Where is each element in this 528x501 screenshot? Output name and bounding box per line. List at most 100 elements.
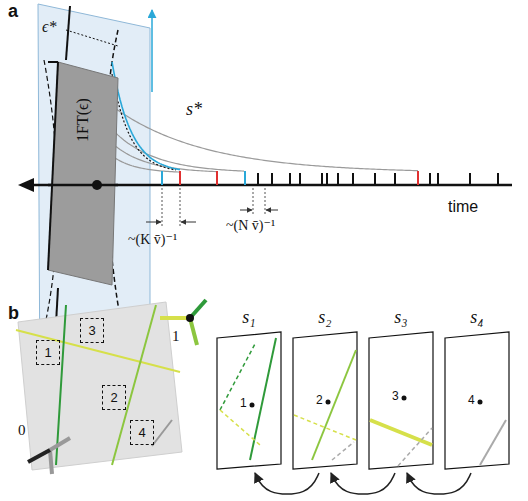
state-line — [332, 442, 354, 460]
transition-arrow — [331, 473, 395, 494]
spike-tick — [161, 171, 163, 185]
decay-curve — [98, 95, 418, 171]
state-label: s* — [186, 100, 202, 120]
spike-tick — [216, 171, 218, 185]
vector-one-arm — [160, 316, 190, 320]
indicator-shape — [48, 62, 118, 285]
spike-tick — [469, 173, 471, 185]
input-patch: 4 — [130, 420, 154, 445]
dotted-guide — [253, 188, 254, 214]
input-patch: 2 — [102, 385, 126, 410]
state-line — [398, 428, 432, 466]
panel-shape — [444, 310, 510, 470]
spike-tick — [429, 173, 431, 185]
vector-one-dot — [186, 314, 194, 322]
panel-letter: b — [8, 304, 19, 324]
grey-line — [152, 420, 172, 446]
panel-heading: s₁ — [242, 308, 255, 326]
state-panel: s₁1 — [216, 310, 282, 470]
state-panel: s₂ 2 — [292, 310, 358, 470]
present-dot — [92, 180, 102, 190]
point-number: 4 — [467, 394, 476, 406]
panel-letter: a — [8, 2, 18, 22]
axis-label: time — [448, 198, 478, 216]
state-line — [250, 338, 276, 460]
dotted-guide — [265, 188, 266, 214]
state-line — [312, 350, 356, 460]
dotted-guide — [180, 188, 181, 226]
indicator-box: 1FT(ϵ) — [48, 62, 118, 285]
panel-heading: s₃ — [394, 308, 407, 326]
time-axis — [48, 184, 118, 187]
spike-tick — [437, 173, 439, 185]
panel-outline — [293, 332, 357, 469]
spike-tick — [417, 171, 419, 185]
vector-label: 1⃗ — [172, 328, 191, 345]
vector-zero-arm — [50, 438, 70, 450]
spike-tick — [299, 173, 301, 185]
panel-heading: s₄ — [470, 308, 483, 326]
dimension-arrow — [240, 210, 252, 211]
panel-heading: s₂ — [318, 308, 331, 326]
state-line — [370, 420, 432, 445]
cyan-arrow — [151, 10, 153, 92]
state-point — [402, 396, 407, 401]
panel-shape — [368, 310, 434, 470]
spike-tick — [374, 173, 376, 185]
panel-outline — [369, 332, 433, 469]
decay-curve — [98, 112, 244, 171]
vector-zero-arm — [28, 450, 50, 462]
state-point — [326, 400, 331, 405]
plane-line — [66, 6, 70, 60]
threshold-label: ϵ* — [42, 18, 56, 36]
input-patch: 3 — [80, 318, 104, 343]
spike-tick — [257, 173, 259, 185]
indicator-fill — [48, 62, 118, 285]
panel-outline — [445, 332, 509, 469]
state-line — [294, 415, 356, 440]
panel-shape — [292, 310, 358, 470]
dimension-arrow — [146, 222, 161, 223]
state-panel: s₄ 4 — [444, 310, 510, 470]
spike-tick — [179, 171, 181, 185]
spike-tick — [326, 173, 328, 185]
spike-tick — [321, 173, 323, 185]
timescale-label: ~(K v̄)⁻¹ — [128, 232, 177, 247]
panel-shape — [216, 310, 282, 470]
input-patch: 1 — [36, 340, 60, 365]
state-line — [220, 342, 256, 410]
patch-number: 2 — [110, 391, 117, 404]
patch-number: 1 — [44, 346, 51, 359]
panel-outline — [217, 332, 281, 469]
spike-tick — [337, 173, 339, 185]
yellow-line — [16, 330, 180, 372]
decay-curve — [112, 62, 180, 170]
spike-tick — [289, 173, 291, 185]
patch-number: 4 — [138, 426, 145, 439]
vector-label: 0⃗ — [18, 422, 37, 439]
state-line — [480, 420, 506, 465]
spike-tick — [352, 173, 354, 185]
state-point — [250, 403, 255, 408]
decay-curve — [112, 74, 176, 170]
spike-tick — [244, 171, 246, 185]
epsilon-leader — [66, 30, 118, 46]
axis-arrowhead — [18, 178, 34, 192]
dimension-arrow — [266, 210, 278, 211]
point-number: 2 — [315, 394, 324, 406]
point-number: 3 — [391, 390, 400, 402]
indicator-label: 1FT(ϵ) — [74, 98, 92, 142]
spike-tick — [497, 173, 499, 185]
transition-arrow — [407, 473, 471, 494]
indicator-edge — [48, 62, 58, 270]
spike-tick — [271, 173, 273, 185]
input-square — [18, 302, 182, 470]
dotted-guide — [162, 188, 163, 226]
transition-arrow — [255, 473, 319, 494]
spike-tick — [394, 173, 396, 185]
state-point — [478, 400, 483, 405]
patch-number: 3 — [88, 324, 95, 337]
timescale-label: ~(N v̄)⁻¹ — [226, 218, 275, 233]
dimension-arrow — [181, 222, 196, 223]
